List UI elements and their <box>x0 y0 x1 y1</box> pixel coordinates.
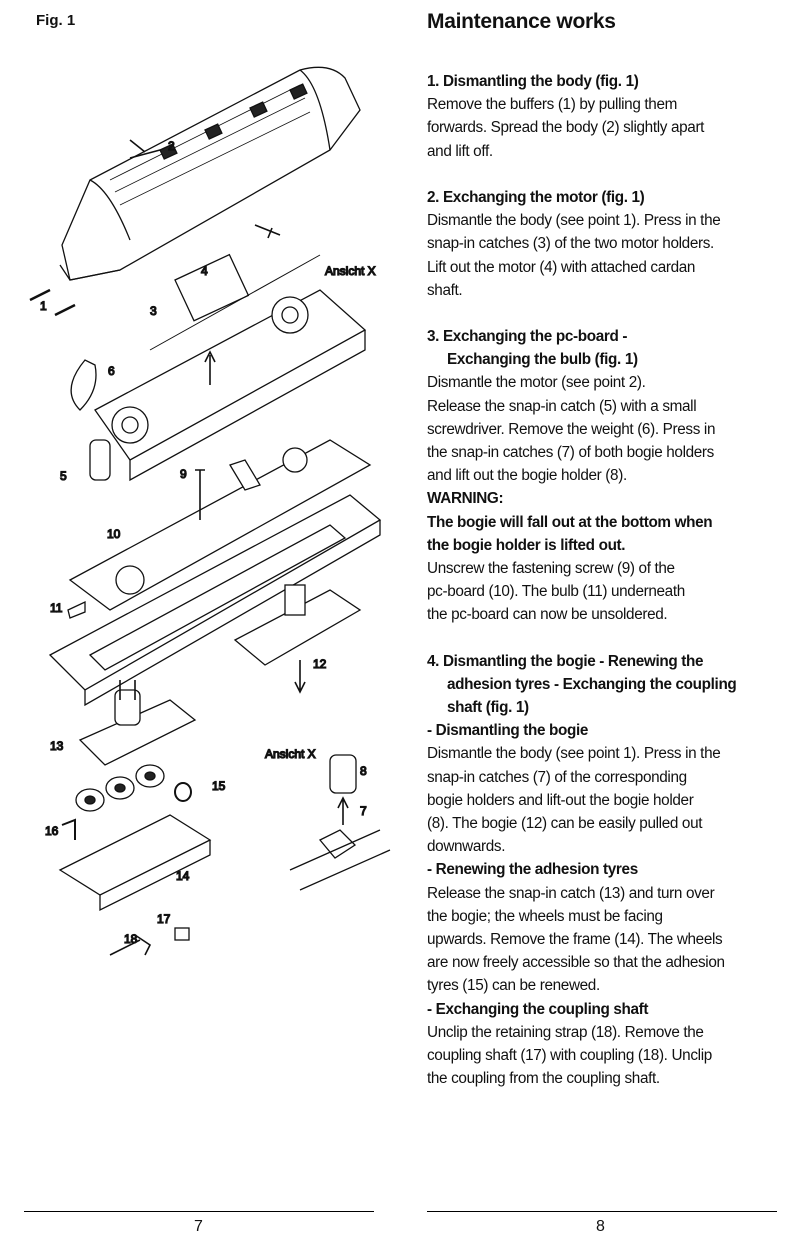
text-line: tyres (15) can be renewed. <box>427 977 600 995</box>
warning-label: WARNING: <box>427 490 504 508</box>
subsection-heading: - Dismantling the bogie <box>427 722 589 740</box>
coupling <box>109 927 190 956</box>
callout-17: 17 <box>157 912 171 926</box>
callout-2: 2 <box>168 139 175 153</box>
text-line: Unscrew the fastening screw (9) of the <box>427 559 675 577</box>
text-line: Remove the buffers (1) by pulling them <box>427 96 677 114</box>
section-heading: 4. Dismantling the bogie - Renewing the <box>427 652 704 670</box>
text-line: Dismantle the motor (see point 2). <box>427 374 646 392</box>
instructions-column: 1. Dismantling the body (fig. 1) Remove … <box>427 70 792 1090</box>
callout-ansicht-x-top: Ansicht X <box>325 264 376 278</box>
text-line: coupling shaft (17) with coupling (18). … <box>427 1046 712 1064</box>
callout-11: 11 <box>50 601 63 615</box>
text-line: the snap-in catches (7) of both bogie ho… <box>427 444 714 461</box>
section-heading: shaft (fig. 1) <box>447 699 529 717</box>
wheelsets <box>75 764 192 812</box>
text-line: Release the snap-in catch (13) and turn … <box>427 884 715 902</box>
text-line: downwards. <box>427 838 506 856</box>
callout-8: 8 <box>360 764 367 778</box>
text-line: upwards. Remove the frame (14). The whee… <box>427 930 723 948</box>
text-line: snap-in catches (7) of the corresponding <box>427 768 687 786</box>
callout-3: 3 <box>150 304 157 318</box>
subsection-heading: - Exchanging the coupling shaft <box>427 1000 649 1018</box>
text-line: (8). The bogie (12) can be easily pulled… <box>427 815 703 832</box>
section-heading: 2. Exchanging the motor (fig. 1) <box>427 188 645 206</box>
callout-10: 10 <box>107 527 121 541</box>
text-line: are now freely accessible so that the ad… <box>427 954 725 972</box>
pc-board <box>68 439 372 611</box>
text-line: the bogie; the wheels must be facing <box>427 907 663 925</box>
section-2: 2. Exchanging the motor (fig. 1) Dismant… <box>427 186 792 302</box>
callout-15: 15 <box>212 779 226 793</box>
callout-4: 4 <box>201 264 208 278</box>
text-line: Dismantle the body (see point 1). Press … <box>427 745 721 763</box>
ansicht-x-detail <box>289 754 391 891</box>
bogie-frame <box>58 814 212 912</box>
text-line: screwdriver. Remove the weight (6). Pres… <box>427 420 716 438</box>
callout-7: 7 <box>360 804 367 818</box>
warning-text: the bogie holder is lifted out. <box>427 536 626 554</box>
text-line: the coupling from the coupling shaft. <box>427 1070 660 1088</box>
callout-14: 14 <box>176 869 190 883</box>
section-heading: adhesion tyres - Exchanging the coupling <box>447 675 737 693</box>
callout-ansicht-x-bottom: Ansicht X <box>265 747 316 761</box>
footer-rule-left <box>24 1211 374 1212</box>
section-3: 3. Exchanging the pc-board - Exchanging … <box>427 325 792 626</box>
callout-18: 18 <box>124 932 138 946</box>
callout-12: 12 <box>313 657 327 671</box>
text-line: Dismantle the body (see point 1). Press … <box>427 212 721 230</box>
text-line: snap-in catches (3) of the two motor hol… <box>427 235 714 253</box>
section-heading: 3. Exchanging the pc-board - <box>427 328 628 346</box>
callout-5: 5 <box>60 469 67 483</box>
text-line: the pc-board can now be unsoldered. <box>427 606 668 624</box>
section-heading: Exchanging the bulb (fig. 1) <box>447 351 638 369</box>
section-4: 4. Dismantling the bogie - Renewing the … <box>427 650 792 1091</box>
chassis-frame <box>48 494 382 707</box>
text-line: forwards. Spread the body (2) slightly a… <box>427 119 705 137</box>
exploded-view-diagram: 2 1 4 Ansicht X 3 6 5 9 10 11 12 13 Ansi… <box>29 66 391 956</box>
text-line: and lift out the bogie holder (8). <box>427 467 627 485</box>
buffers <box>29 288 76 317</box>
text-line: bogie holders and lift-out the bogie hol… <box>427 791 694 809</box>
footer-rule-right <box>427 1211 777 1212</box>
chassis-with-motor <box>70 253 367 482</box>
text-line: Release the snap-in catch (5) with a sma… <box>427 397 697 415</box>
callout-16: 16 <box>45 824 59 838</box>
callout-9: 9 <box>180 467 187 481</box>
text-line: Unclip the retaining strap (18). Remove … <box>427 1023 704 1041</box>
callout-1: 1 <box>40 299 47 313</box>
bogie-holder <box>78 680 197 766</box>
text-line: and lift off. <box>427 142 493 160</box>
page-number-left: 7 <box>194 1218 203 1235</box>
text-line: pc-board (10). The bulb (11) underneath <box>427 583 685 601</box>
page-title: Maintenance works <box>427 10 616 33</box>
bogie <box>233 584 362 694</box>
subsection-heading: - Renewing the adhesion tyres <box>427 861 638 879</box>
page-number-right: 8 <box>596 1218 605 1235</box>
warning-text: The bogie will fall out at the bottom wh… <box>427 513 713 531</box>
figure-label: Fig. 1 <box>36 12 76 29</box>
text-line: Lift out the motor (4) with attached car… <box>427 258 696 276</box>
callout-6: 6 <box>108 364 115 378</box>
locomotive-body <box>59 66 361 281</box>
bulb <box>67 600 86 619</box>
section-1: 1. Dismantling the body (fig. 1) Remove … <box>427 70 792 163</box>
callout-13: 13 <box>50 739 64 753</box>
section-heading: 1. Dismantling the body (fig. 1) <box>427 73 639 90</box>
text-line: shaft. <box>427 281 463 299</box>
